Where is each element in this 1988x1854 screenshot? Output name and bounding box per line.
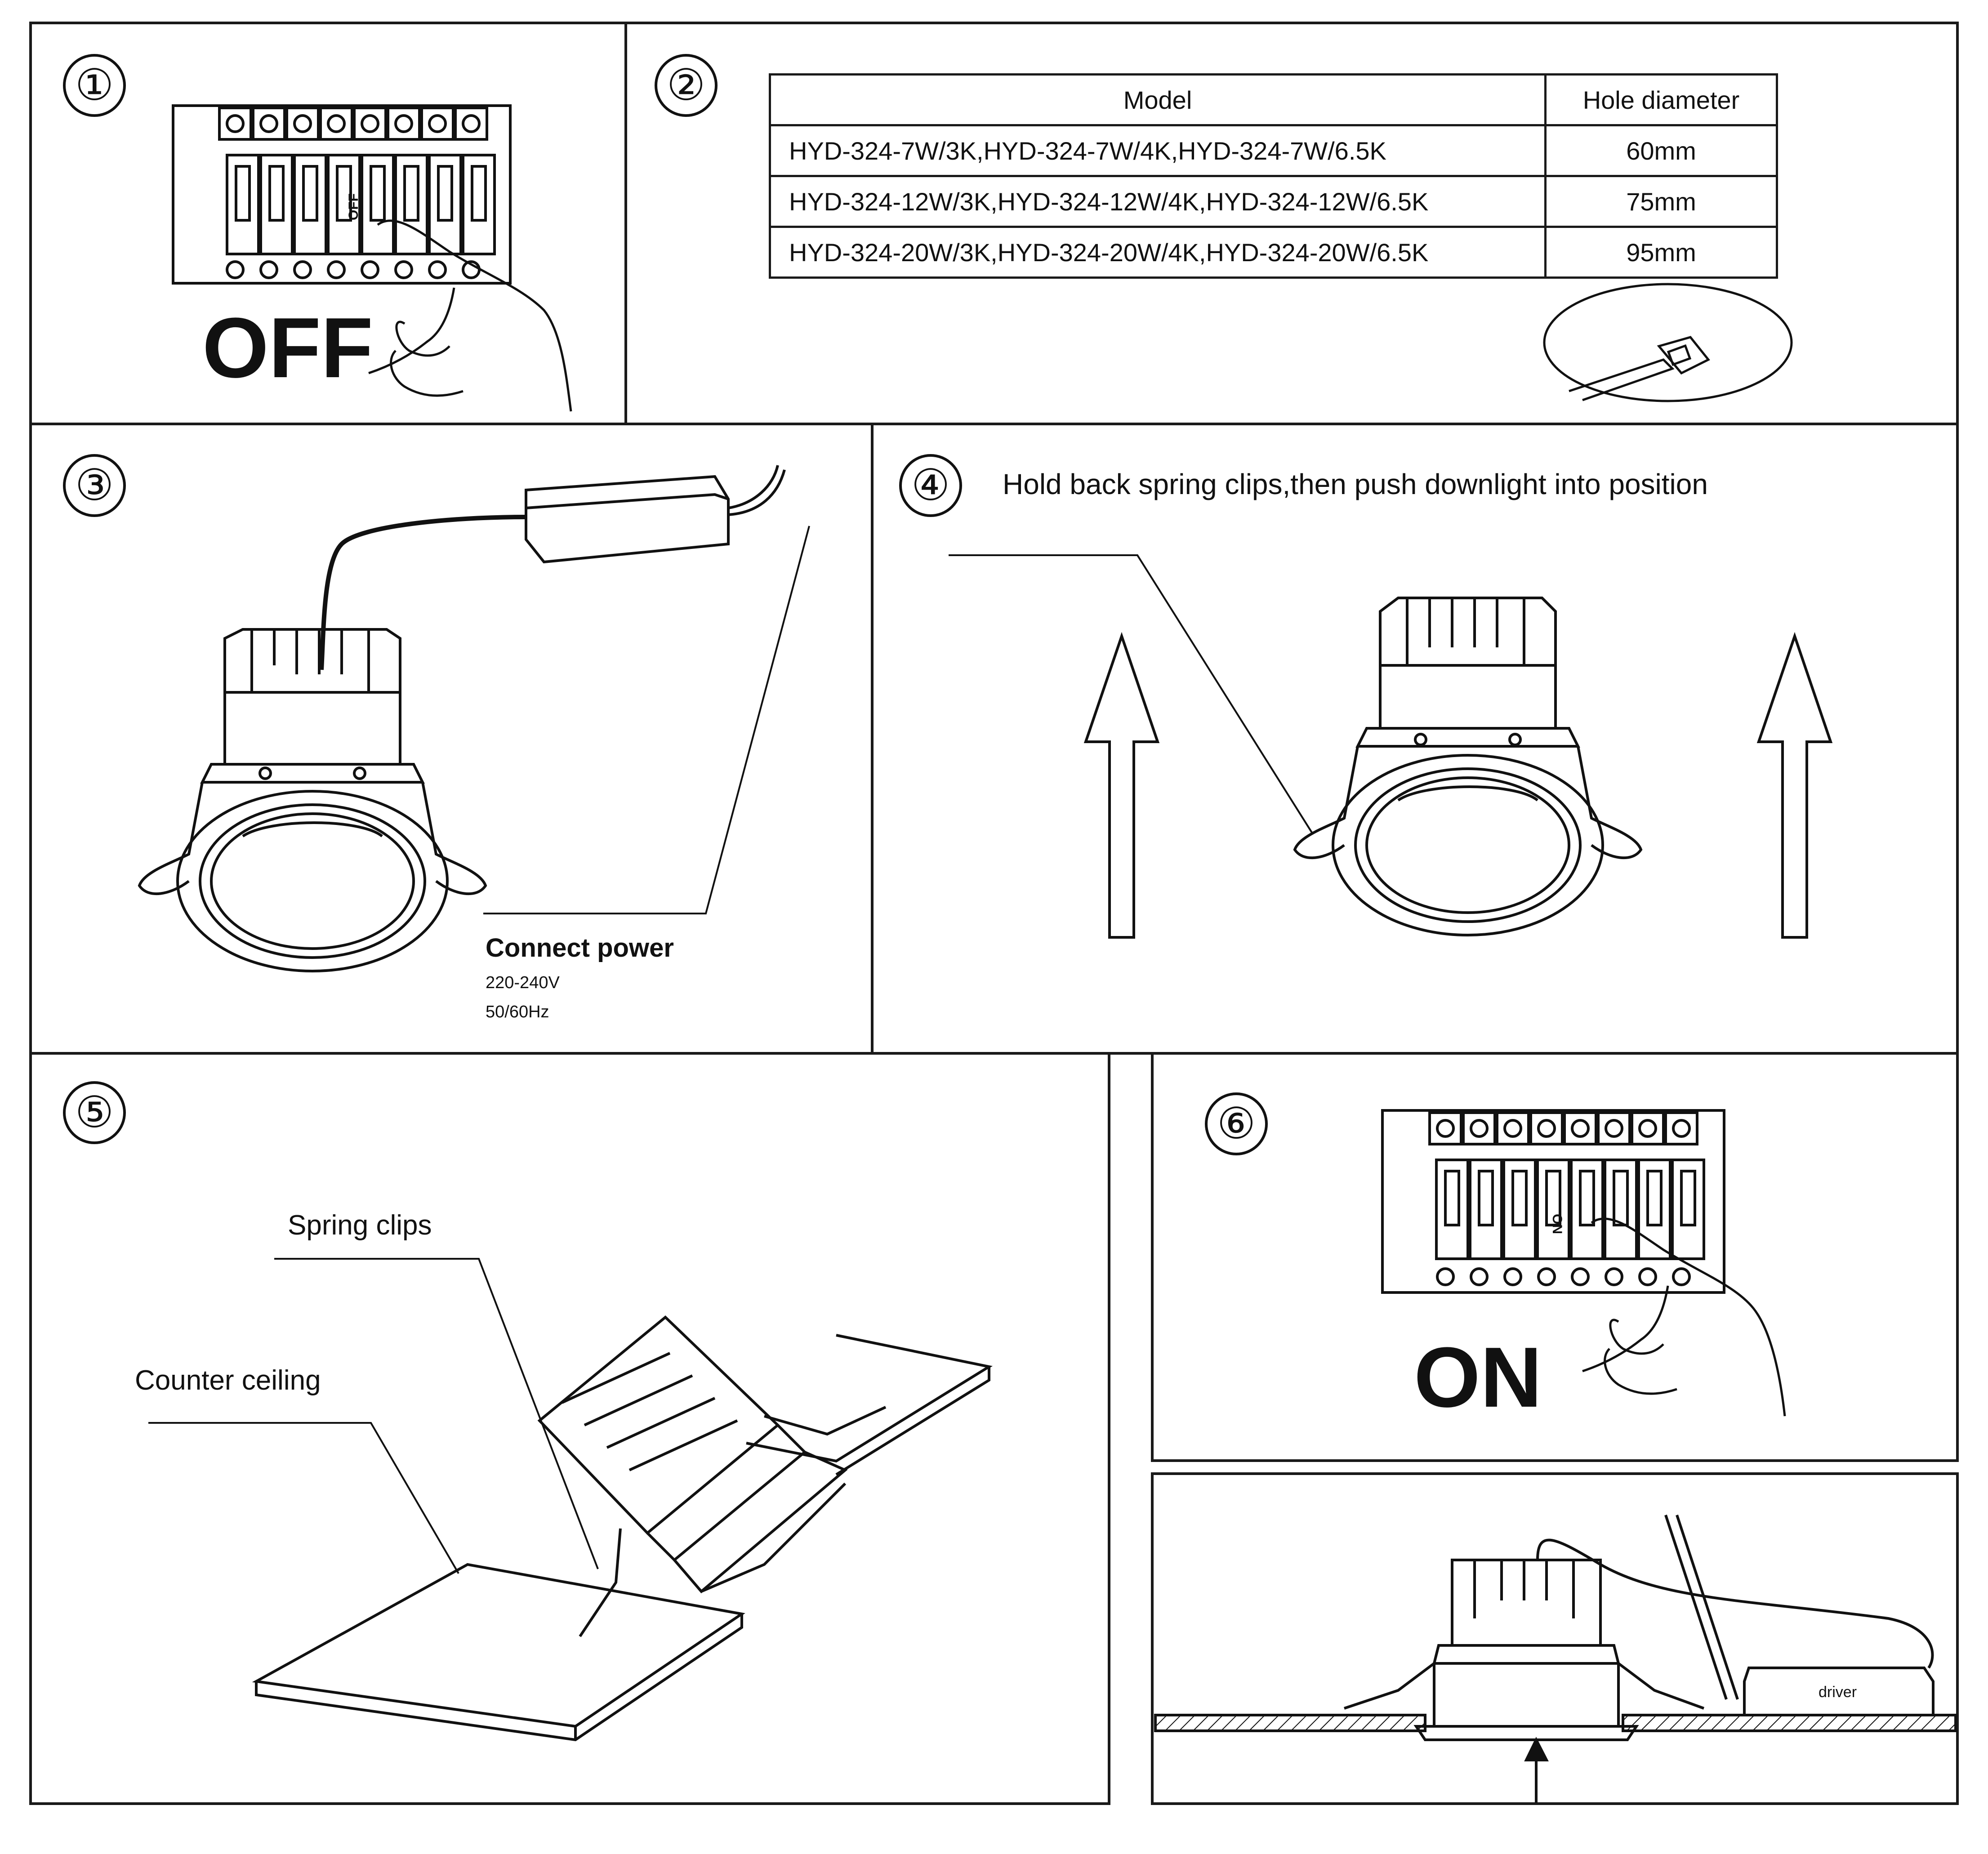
model-cell: HYD-324-7W/3K,HYD-324-7W/4K,HYD-324-7W/6… bbox=[769, 124, 1547, 177]
panel-step-5 bbox=[29, 1052, 1110, 1805]
hand-pointing-icon bbox=[1582, 1217, 1786, 1417]
hole-saw-icon bbox=[1543, 283, 1793, 402]
connect-power-label: Connect power bbox=[486, 933, 674, 963]
hand-pointing-icon bbox=[368, 219, 572, 412]
voltage-label: 220-240V bbox=[486, 973, 560, 992]
up-arrow-icon bbox=[1083, 632, 1160, 939]
spring-clips-label: Spring clips bbox=[288, 1210, 432, 1241]
header-hole-diameter: Hole diameter bbox=[1544, 73, 1778, 126]
header-model: Model bbox=[769, 73, 1547, 126]
table-header-row: Model Hole diameter bbox=[769, 73, 1778, 126]
table-row: HYD-324-20W/3K,HYD-324-20W/4K,HYD-324-20… bbox=[769, 226, 1778, 279]
model-cell: HYD-324-12W/3K,HYD-324-12W/4K,HYD-324-12… bbox=[769, 175, 1547, 228]
on-action-label: ON bbox=[1414, 1330, 1542, 1425]
table-row: HYD-324-12W/3K,HYD-324-12W/4K,HYD-324-12… bbox=[769, 175, 1778, 228]
diameter-cell: 75mm bbox=[1544, 175, 1778, 228]
hole-diameter-table: Model Hole diameter HYD-324-7W/3K,HYD-32… bbox=[769, 73, 1778, 279]
breaker-panel-icon bbox=[1381, 1109, 1725, 1294]
panel-step-6 bbox=[1151, 1052, 1959, 1462]
step-5-illustration bbox=[148, 1258, 993, 1742]
step-4-instruction: Hold back spring clips,then push downlig… bbox=[1003, 468, 1708, 500]
breaker-panel-icon bbox=[172, 104, 512, 285]
step-number-2: ② bbox=[655, 54, 718, 117]
downlight-icon bbox=[138, 465, 810, 972]
frequency-label: 50/60Hz bbox=[486, 1003, 549, 1021]
panel-step-7 bbox=[1151, 1472, 1959, 1805]
driver-label: driver bbox=[1819, 1684, 1857, 1701]
up-arrow-icon bbox=[1756, 632, 1833, 939]
step-number-4: ④ bbox=[899, 454, 962, 517]
step-number-5: ⑤ bbox=[63, 1081, 126, 1144]
counter-ceiling-label: Counter ceiling bbox=[135, 1365, 321, 1396]
step-4-illustration bbox=[949, 554, 1833, 939]
step-number-6: ⑥ bbox=[1205, 1092, 1268, 1155]
step-number-1: ① bbox=[63, 54, 126, 117]
diameter-cell: 95mm bbox=[1544, 226, 1778, 279]
diameter-cell: 60mm bbox=[1544, 124, 1778, 177]
off-action-label: OFF bbox=[202, 300, 373, 396]
model-cell: HYD-324-20W/3K,HYD-324-20W/4K,HYD-324-20… bbox=[769, 226, 1547, 279]
step-number-3: ③ bbox=[63, 454, 126, 517]
table-row: HYD-324-7W/3K,HYD-324-7W/4K,HYD-324-7W/6… bbox=[769, 124, 1778, 177]
